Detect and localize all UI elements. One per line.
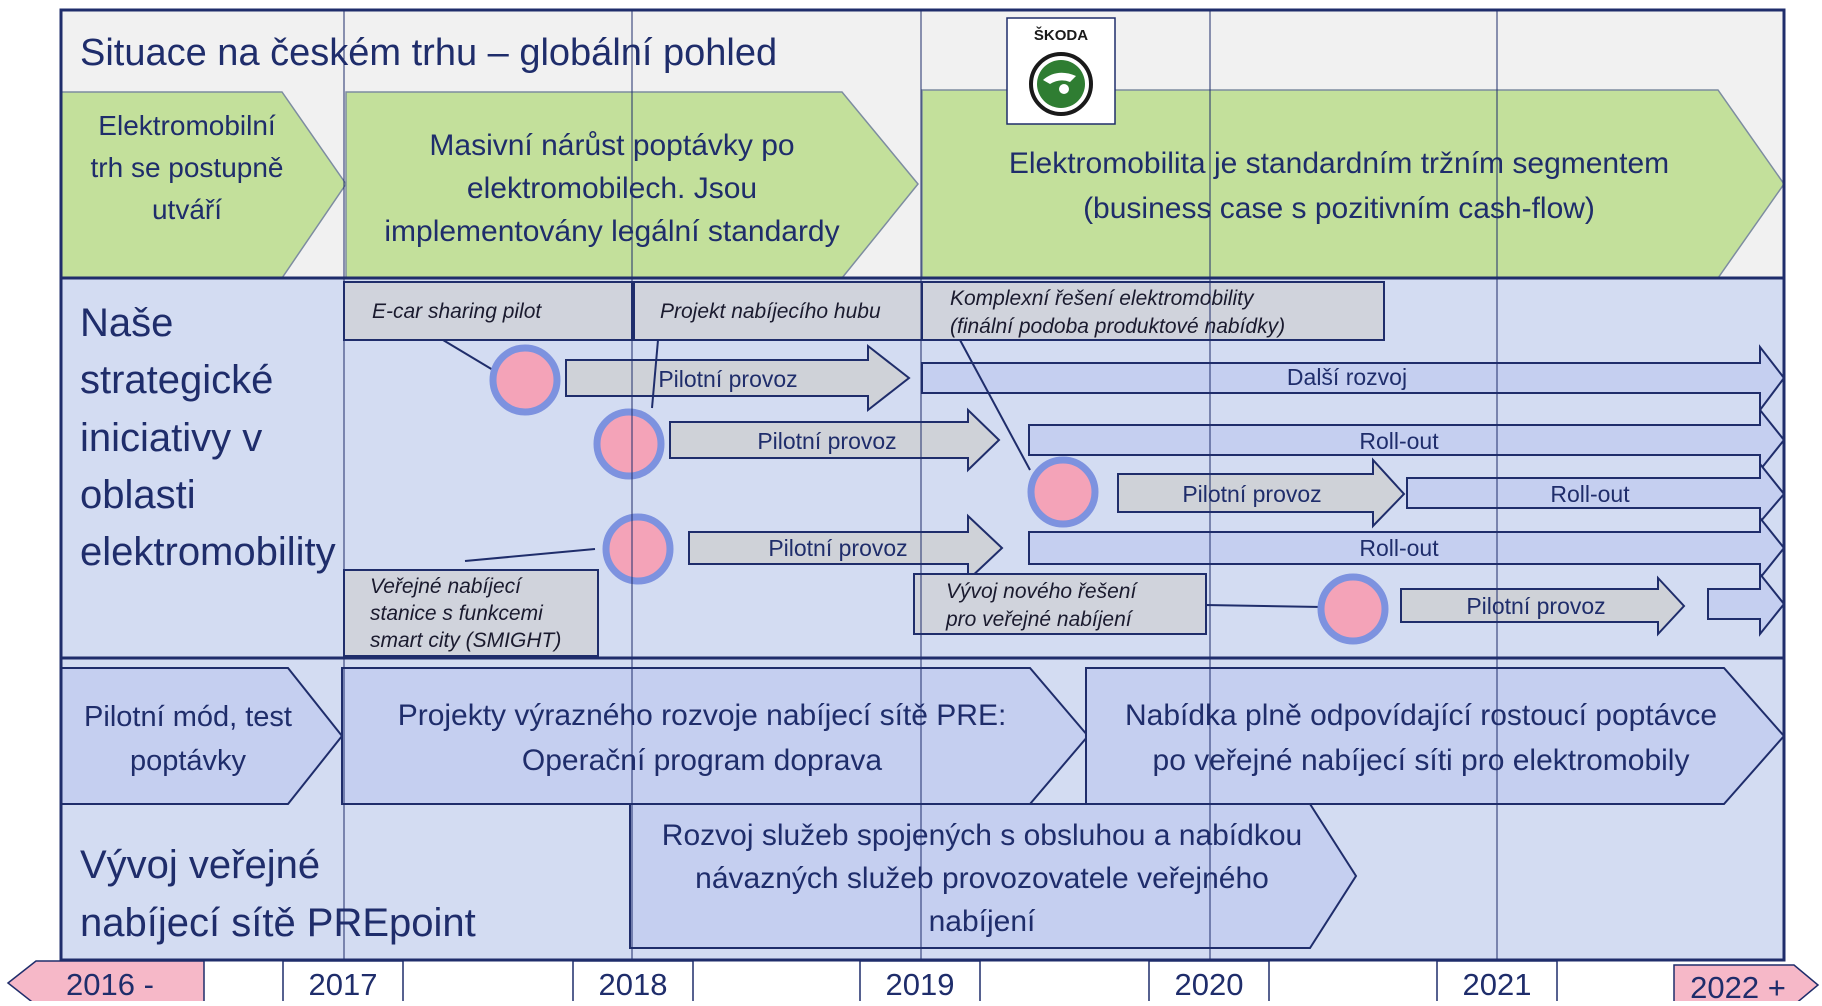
- pilot-ecar-text: Pilotní provoz: [658, 366, 797, 392]
- prepoint-phase-2-label-line: Operační program doprava: [522, 744, 883, 777]
- prepoint-phase-1-label: Pilotní mód, test poptávky: [84, 701, 292, 777]
- connector-vyvoj: [1204, 604, 1323, 608]
- prepoint-phase-3-label-line: po veřejné nabíjecí síti pro elektromobi…: [1153, 744, 1690, 777]
- pilot-hub-text: Pilotní provoz: [757, 428, 896, 454]
- market-phase-3-arrow: [921, 89, 1785, 279]
- pilot-verejne-text: Pilotní provoz: [768, 535, 907, 561]
- arrow-dalsi-rozvoj: [921, 344, 1786, 413]
- prepoint-heading-line: nabíjecí sítě PREpoint: [80, 901, 476, 945]
- rollout-hub-text: Roll-out: [1359, 428, 1439, 454]
- skoda-logo-text: ŠKODA: [1034, 26, 1088, 44]
- milestone-komplex: [1027, 456, 1099, 528]
- milestone-vyvoj: [1317, 573, 1389, 645]
- prepoint-services-label-line: Rozvoj služeb spojených s obsluhou a nab…: [662, 819, 1302, 852]
- arrow-pilot-verejne: [688, 513, 1004, 583]
- box-charging-hub: [633, 281, 923, 341]
- market-phase-1-label-line: trh se postupně: [90, 152, 283, 183]
- timeline-box-2017: [282, 960, 404, 1006]
- arrow-pilot-komplex: [1117, 457, 1406, 529]
- arrow-pilot-hub: [669, 407, 1001, 473]
- market-phase-3-label-line: Elektromobilita je standardním tržním se…: [1009, 147, 1669, 180]
- prepoint-services-label-line: nabíjení: [929, 905, 1036, 938]
- initiatives-heading-line: iniciativy v: [80, 416, 262, 460]
- timeline-label-2020: 2020: [1175, 967, 1244, 1001]
- market-phase-2-label-line: elektromobilech. Jsou: [467, 172, 757, 205]
- prepoint-services-arrow: [629, 803, 1358, 949]
- prepoint-phase-1-label-line: Pilotní mód, test: [84, 701, 292, 733]
- arrow-rollout-hub: [1028, 407, 1786, 473]
- arrow-pilot-vyvoj: [1400, 575, 1686, 637]
- verejne-label-line1: Veřejné nabíjecí: [370, 575, 523, 598]
- verejne-label-line3: smart city (SMIGHT): [370, 629, 561, 652]
- prepoint-phase-3-arrow: [1085, 667, 1786, 805]
- arrow-rollout-verejne: [1028, 515, 1786, 581]
- komplex-label-line2: (finální podoba produktové nabídky): [950, 315, 1285, 338]
- initiatives-heading-line: elektromobility: [80, 530, 336, 574]
- milestone-verejne: [602, 513, 674, 585]
- timeline-box-2021: [1436, 960, 1558, 1006]
- timeline-box-2018: [572, 960, 694, 1006]
- market-phase-2-label-line: implementovány legální standardy: [384, 215, 839, 248]
- timeline-label-2019: 2019: [886, 967, 955, 1001]
- connector-ecar: [442, 339, 494, 371]
- arrow-pilot-ecar: [565, 343, 911, 413]
- vyvoj-label-line2: pro veřejné nabíjení: [945, 608, 1134, 631]
- prepoint-phase-2-label: Projekty výrazného rozvoje nabíjecí sítě…: [398, 699, 1007, 777]
- market-phase-3-label-line: (business case s pozitivním cash-flow): [1083, 192, 1595, 225]
- ecar-sharing-label: E-car sharing pilot: [372, 300, 542, 323]
- timeline-label-2022: 2022 +: [1690, 970, 1786, 1001]
- rollout-verejne-text: Roll-out: [1359, 535, 1439, 561]
- komplex-label-line1: Komplexní řešení elektromobility: [950, 287, 1255, 310]
- box-verejne-stanice: [343, 569, 599, 657]
- arrow-rollout-komplex: [1406, 461, 1786, 525]
- market-phase-1-label-line: Elektromobilní: [98, 110, 276, 141]
- initiatives-heading-line: oblasti: [80, 473, 196, 517]
- timeline-end-tag: [1673, 964, 1820, 1006]
- timeline-label-2016: 2016 -: [66, 967, 154, 1001]
- initiatives-heading-line: Naše: [80, 301, 173, 345]
- timeline-box-2020: [1148, 960, 1270, 1006]
- timeline-label-2017: 2017: [309, 967, 378, 1001]
- prepoint-phase-3-label-line: Nabídka plně odpovídající rostoucí poptá…: [1125, 699, 1717, 732]
- verejne-label-line2: stanice s funkcemi: [370, 602, 544, 625]
- box-vyvoj-reseni: [913, 573, 1207, 635]
- market-phase-3-label: Elektromobilita je standardním tržním se…: [1009, 147, 1669, 225]
- prepoint-phase-2-label-line: Projekty výrazného rozvoje nabíjecí sítě…: [398, 699, 1007, 732]
- prepoint-phase-1-label-line: poptávky: [130, 745, 247, 777]
- milestone-ecar: [489, 344, 561, 416]
- market-phase-2-label: Masivní nárůst poptávky po elektromobilec…: [384, 129, 839, 248]
- connector-hub: [651, 339, 659, 409]
- vyvoj-label-line1: Vývoj nového řešení: [946, 580, 1138, 603]
- prepoint-heading-line: Vývoj veřejné: [80, 843, 320, 887]
- market-phase-1-label-line: utváří: [152, 194, 222, 225]
- initiatives-heading: Naše strategické iniciativy v oblasti elektr…: [80, 301, 336, 574]
- pilot-komplex-text: Pilotní provoz: [1182, 481, 1321, 507]
- prepoint-heading: Vývoj veřejné nabíjecí sítě PREpoint: [80, 843, 476, 945]
- market-phase-1-label: Elektromobilní trh se postupně utváří: [90, 110, 283, 225]
- connector-verejne: [464, 548, 596, 562]
- initiatives-heading-line: strategické: [80, 358, 273, 402]
- box-komplexni-reseni: [921, 281, 1385, 341]
- timeline-label-2018: 2018: [599, 967, 668, 1001]
- timeline-label-2021: 2021: [1463, 967, 1532, 1001]
- charging-hub-label: Projekt nabíjecího hubu: [660, 300, 881, 323]
- market-phase-2-label-line: Masivní nárůst poptávky po: [429, 129, 794, 162]
- arrow-vyvoj-next: [1707, 571, 1786, 637]
- rollout-komplex-text: Roll-out: [1550, 481, 1630, 507]
- prepoint-phase-3-label: Nabídka plně odpovídající rostoucí poptá…: [1125, 699, 1717, 777]
- pilot-vyvoj-text: Pilotní provoz: [1466, 593, 1605, 619]
- skoda-logo: ŠKODA: [1006, 17, 1116, 125]
- dalsi-rozvoj-text: Další rozvoj: [1287, 364, 1407, 390]
- connector-komplex: [959, 339, 1031, 471]
- milestone-hub: [593, 408, 665, 480]
- prepoint-services-label: Rozvoj služeb spojených s obsluhou a nab…: [662, 819, 1302, 938]
- prepoint-phase-2-arrow: [341, 667, 1090, 805]
- prepoint-phase-1-arrow: [60, 667, 344, 805]
- page-title: Situace na českém trhu – globální pohled: [80, 32, 777, 74]
- diagram-frame: [59, 8, 1786, 962]
- prepoint-services-label-line: návazných služeb provozovatele veřejného: [695, 862, 1269, 895]
